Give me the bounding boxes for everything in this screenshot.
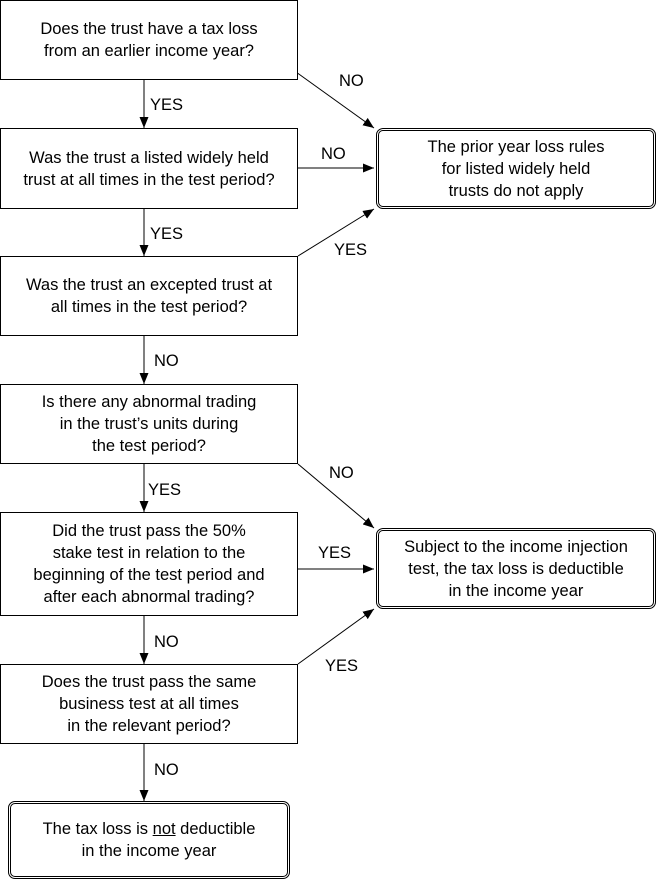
question-tax-loss-earlier-year: Does the trust have a tax loss from an e… bbox=[0, 0, 298, 80]
outcome-not-deductible-text: The tax loss is not deductible in the in… bbox=[43, 818, 256, 862]
label-q3-no: NO bbox=[154, 352, 179, 370]
outcome-loss-not-deductible: The tax loss is not deductible in the in… bbox=[8, 801, 290, 879]
label-q2-yes: YES bbox=[150, 225, 184, 243]
label-q5-no: NO bbox=[154, 633, 179, 651]
label-q6-yes: YES bbox=[325, 657, 359, 675]
label-q5-yes: YES bbox=[318, 544, 352, 562]
arrow-q3-to-not-apply bbox=[297, 208, 375, 257]
not-deductible-part-1: The tax loss is bbox=[42, 820, 153, 838]
arrow-q4-to-deductible bbox=[297, 463, 375, 529]
label-q1-yes: YES bbox=[150, 96, 184, 114]
outcome-loss-deductible: Subject to the income injection test, th… bbox=[376, 528, 656, 609]
arrow-q6-to-deductible bbox=[297, 608, 375, 665]
question-same-business-test: Does the trust pass the same business te… bbox=[0, 664, 298, 744]
arrow-q1-to-not-apply bbox=[295, 71, 375, 129]
label-q2-no: NO bbox=[321, 145, 346, 163]
question-abnormal-trading: Is there any abnormal trading in the tru… bbox=[0, 384, 298, 464]
question-listed-widely-held: Was the trust a listed widely held trust… bbox=[0, 128, 298, 209]
label-q1-no: NO bbox=[339, 72, 364, 90]
not-deductible-underlined: not bbox=[152, 820, 176, 838]
outcome-rules-not-apply: The prior year loss rules for listed wid… bbox=[376, 128, 656, 209]
label-q3-yes: YES bbox=[334, 241, 368, 259]
label-q4-yes: YES bbox=[148, 481, 182, 499]
not-deductible-part-2: deductible in the income year bbox=[81, 820, 256, 860]
label-q4-no: NO bbox=[329, 464, 354, 482]
label-q6-no: NO bbox=[154, 761, 179, 779]
question-excepted-trust: Was the trust an excepted trust at all t… bbox=[0, 256, 298, 336]
question-stake-test: Did the trust pass the 50% stake test in… bbox=[0, 512, 298, 616]
